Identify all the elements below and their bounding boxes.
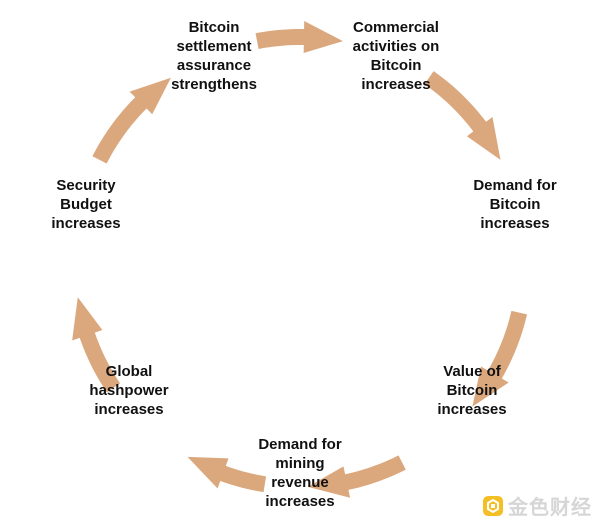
cycle-arrow-7 [92, 77, 171, 164]
node-line: increases [51, 215, 121, 232]
node-value-of-bitcoin: Value of Bitcoin increases [437, 362, 506, 419]
node-line: increases [94, 401, 164, 418]
node-line: increases [265, 493, 335, 510]
node-line: increases [480, 215, 550, 232]
cycle-arrow-4 [307, 455, 406, 498]
node-line: settlement [176, 38, 252, 55]
node-demand-for-bitcoin: Demand for Bitcoin increases [473, 176, 556, 233]
cycle-arrow-2 [424, 71, 501, 160]
node-line: mining [275, 455, 325, 472]
node-line: Value of [443, 363, 501, 380]
node-line: hashpower [89, 382, 169, 399]
node-line: assurance [176, 57, 252, 74]
cycle-arrow-3 [472, 310, 528, 407]
cycle-arrow-1 [255, 21, 343, 54]
node-line: Bitcoin [370, 57, 422, 74]
cycle-arrow-6 [72, 297, 121, 393]
node-line: Bitcoin [446, 382, 498, 399]
node-line: Bitcoin [188, 19, 240, 36]
golden-logo-icon [483, 495, 503, 516]
node-line: Security [56, 177, 116, 194]
cycle-arrow-5 [187, 456, 267, 493]
node-line: Global [105, 363, 153, 380]
node-line: Bitcoin [489, 196, 541, 213]
watermark-text: 金色财经 [508, 495, 592, 519]
node-line: increases [437, 401, 507, 418]
node-line: activities on [352, 38, 440, 55]
node-settlement-assurance: Bitcoin settlement assurance strengthens [171, 18, 257, 94]
node-security-budget: Security Budget increases [51, 176, 120, 233]
watermark: 金色财经 [482, 491, 592, 520]
node-line: Demand for [258, 436, 342, 453]
node-line: revenue [271, 474, 329, 491]
node-line: strengthens [171, 76, 257, 93]
node-global-hashpower: Global hashpower increases [89, 362, 168, 419]
node-line: Commercial [353, 19, 439, 36]
node-line: Budget [60, 196, 112, 213]
node-line: Demand for [473, 177, 557, 194]
node-line: increases [361, 76, 431, 93]
node-demand-for-mining-revenue: Demand for mining revenue increases [258, 435, 341, 511]
node-commercial-activities: Commercial activities on Bitcoin increas… [353, 18, 440, 94]
